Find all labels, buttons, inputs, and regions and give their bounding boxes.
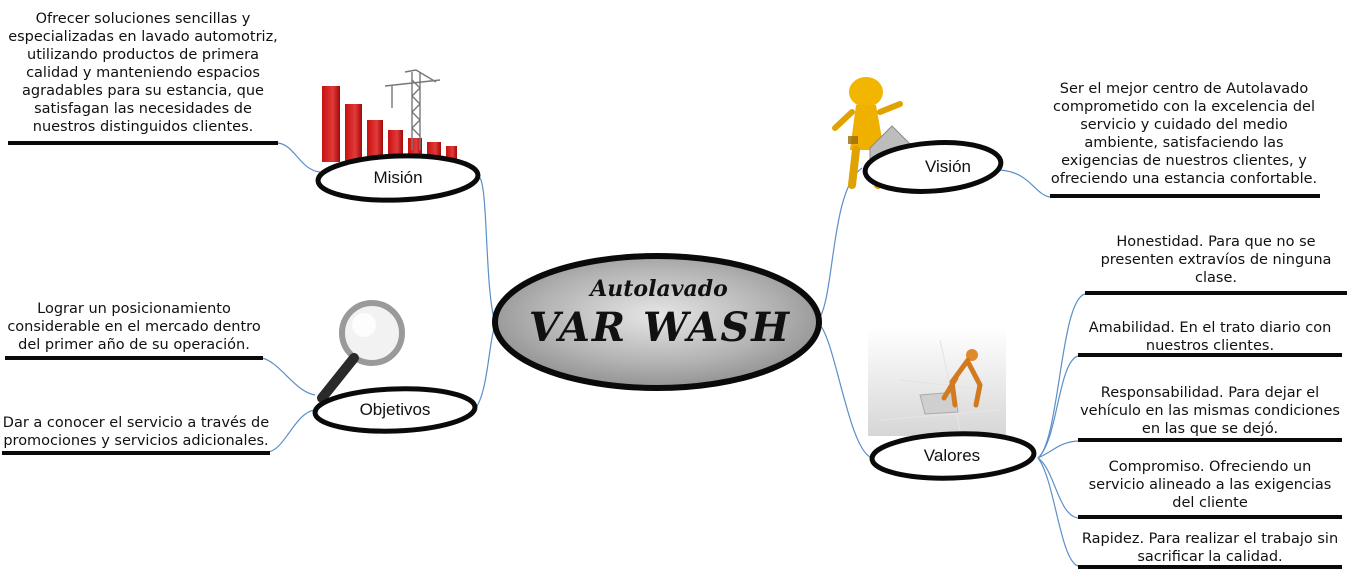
connector-valores-5: [1037, 457, 1079, 567]
puzzle-figure-icon: [868, 328, 1006, 436]
valores-underline-3: [1078, 438, 1342, 442]
valores-label: Valores: [923, 446, 981, 465]
mision-ellipse: [315, 153, 481, 203]
connector-center-vision: [817, 167, 863, 321]
valores-item-3: Responsabilidad. Para dejar el vehículo …: [1080, 385, 1340, 437]
objetivos-item-1: Lograr un posicionamiento considerable e…: [7, 301, 261, 353]
objetivos-item-2: Dar a conocer el servicio a través de pr…: [2, 415, 270, 449]
objetivos-label: Objetivos: [359, 400, 431, 419]
connector-valores-2: [1037, 355, 1079, 459]
vision-label: Visión: [925, 157, 971, 176]
connector-valores-1: [1037, 293, 1086, 459]
mision-label: Misión: [373, 168, 423, 187]
connector-valores-3: [1037, 440, 1079, 459]
connector-objetivos-1: [261, 357, 316, 396]
connector-vision-text: [999, 169, 1051, 198]
connector-objetivos-2: [267, 409, 316, 453]
center-ellipse: [492, 253, 822, 391]
valores-item-1: Honestidad. Para que no se presenten ext…: [1100, 234, 1332, 286]
valores-ellipse: [869, 431, 1037, 481]
magnifier-icon: [317, 300, 405, 403]
valores-item-2: Amabilidad. En el trato diario con nuest…: [1088, 320, 1332, 354]
valores-underline-1: [1085, 291, 1347, 295]
connector-valores-4: [1037, 457, 1079, 519]
connectors: [261, 142, 1086, 567]
connector-center-objetivos: [471, 324, 496, 413]
connector-mision-text: [277, 142, 321, 173]
valores-underline-4: [1078, 515, 1342, 519]
center-subtitle: Autolavado: [590, 276, 728, 302]
bar-chart-crane-icon: [322, 69, 457, 162]
valores-underline-5: [1078, 565, 1342, 569]
node-shapes: [312, 140, 1037, 481]
vision-underline: [1050, 194, 1320, 198]
objetivos-underline-2: [2, 451, 270, 455]
objetivos-underline-1: [5, 356, 263, 360]
valores-item-5: Rapidez. Para realizar el trabajo sin sa…: [1081, 531, 1339, 565]
center-title: VAR WASH: [528, 304, 792, 351]
connector-center-valores: [817, 322, 873, 459]
vision-text: Ser el mejor centro de Autolavado compro…: [1050, 81, 1318, 187]
mision-text: Ofrecer soluciones sencillas y especiali…: [8, 11, 278, 135]
mision-underline: [8, 141, 278, 145]
vision-ellipse: [862, 140, 1004, 194]
objetivos-ellipse: [312, 386, 478, 434]
connector-center-mision: [479, 177, 496, 323]
valores-underline-2: [1078, 353, 1342, 357]
valores-item-4: Compromiso. Ofreciendo un servicio aline…: [1088, 459, 1332, 511]
